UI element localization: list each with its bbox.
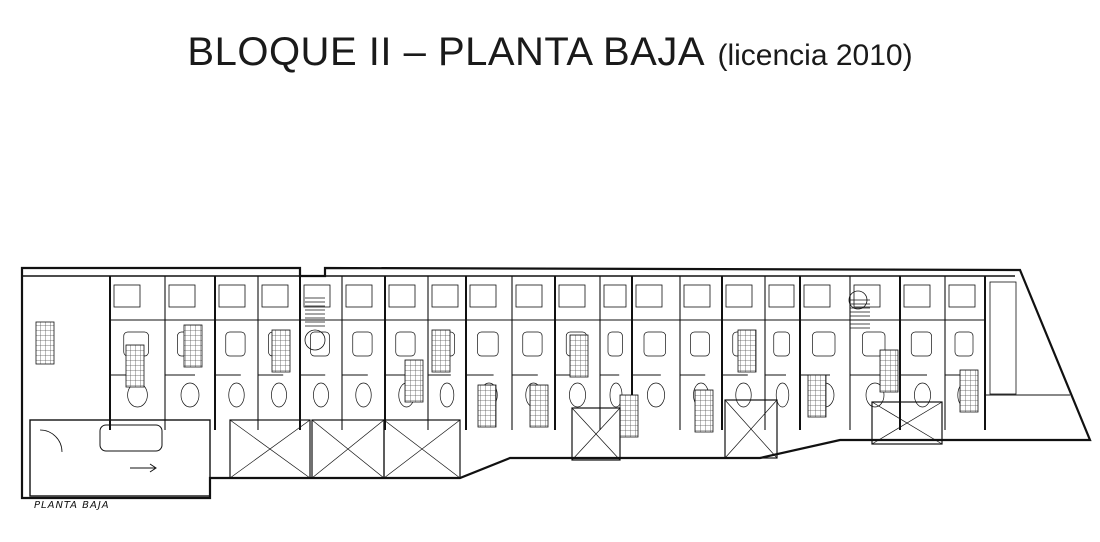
dining-table — [477, 331, 499, 357]
courtyard-diagonal — [871, 401, 943, 445]
tiled-wet-area — [879, 349, 899, 393]
tiled-wet-area — [959, 369, 979, 413]
bedroom-bed — [768, 284, 795, 308]
tiled-wet-area — [404, 359, 424, 403]
bedroom-bed — [218, 284, 246, 308]
bedroom-bed — [345, 284, 373, 308]
courtyard-diagonal — [229, 419, 311, 479]
living-table — [313, 382, 329, 408]
tiled-wet-area — [125, 344, 145, 388]
dining-table — [352, 331, 373, 357]
access-arrow-head — [149, 463, 157, 473]
courtyard — [871, 401, 943, 445]
living-table — [735, 382, 752, 408]
dining-table — [773, 331, 790, 357]
bedroom-bed — [388, 284, 416, 308]
tiled-wet-area — [271, 329, 291, 373]
title-subtitle: (licencia 2010) — [717, 39, 913, 72]
tiled-wet-area — [183, 324, 203, 368]
living-table — [228, 382, 245, 408]
dining-table — [522, 331, 543, 357]
bedroom-bed — [948, 284, 976, 308]
bedroom-bed — [683, 284, 711, 308]
courtyard-diagonal — [724, 399, 778, 459]
bedroom-bed — [803, 284, 831, 308]
tiled-wet-area — [619, 394, 639, 438]
garage-area — [29, 419, 211, 497]
garage-door-swing — [39, 429, 63, 453]
title-main: BLOQUE II – PLANTA BAJA — [187, 30, 706, 74]
dining-table — [690, 331, 710, 357]
living-table — [180, 382, 200, 408]
dining-table — [643, 331, 666, 357]
living-table — [865, 382, 885, 408]
bedroom-bed — [431, 284, 459, 308]
bedroom-bed — [515, 284, 543, 308]
courtyard — [383, 419, 461, 479]
living-table — [569, 382, 586, 408]
bedroom-bed — [725, 284, 753, 308]
living-table — [775, 382, 790, 408]
bedroom-bed — [113, 284, 141, 308]
living-table — [271, 382, 287, 408]
courtyard-diagonal — [383, 419, 461, 479]
dining-table — [910, 331, 932, 357]
dining-table — [225, 331, 246, 357]
dining-table — [812, 331, 836, 357]
bedroom-bed — [168, 284, 196, 308]
dining-table — [607, 331, 623, 357]
dining-table — [310, 331, 330, 357]
living-table — [439, 382, 455, 408]
living-table — [914, 382, 931, 408]
bedroom-bed — [303, 284, 331, 308]
tiled-wet-area — [569, 334, 589, 378]
courtyard-diagonal — [571, 407, 621, 461]
parked-car — [99, 424, 163, 452]
bedroom-bed — [903, 284, 931, 308]
bedroom-bed — [635, 284, 663, 308]
tiled-wet-area — [694, 389, 714, 433]
page-title: BLOQUE II – PLANTA BAJA (licencia 2010) — [0, 30, 1100, 75]
lift-core — [304, 329, 326, 351]
tiled-wet-area — [431, 329, 451, 373]
courtyard — [571, 407, 621, 461]
bedroom-bed — [603, 284, 627, 308]
courtyard — [229, 419, 311, 479]
tiled-wet-area — [35, 321, 55, 365]
courtyard-diagonal — [311, 419, 385, 479]
dining-table — [862, 331, 886, 357]
dining-table — [954, 331, 974, 357]
tiled-wet-area — [807, 374, 827, 418]
tiled-wet-area — [737, 329, 757, 373]
bedroom-bed — [469, 284, 497, 308]
bedroom-bed — [853, 284, 881, 308]
living-table — [355, 382, 372, 408]
lift-core — [848, 290, 868, 310]
living-table — [647, 382, 665, 408]
plan-label: PLANTA BAJA — [34, 500, 110, 511]
tiled-wet-area — [477, 384, 497, 428]
premises-wall — [989, 281, 1017, 395]
bedroom-bed — [261, 284, 289, 308]
dining-table — [395, 331, 416, 357]
tiled-wet-area — [529, 384, 549, 428]
courtyard — [724, 399, 778, 459]
bedroom-bed — [558, 284, 586, 308]
